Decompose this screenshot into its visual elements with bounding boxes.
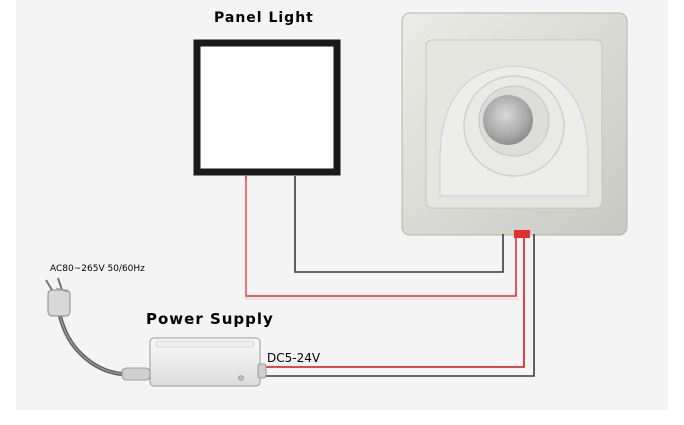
dc-output-label: DC5-24V (267, 351, 321, 365)
wire-red-dc (262, 234, 525, 368)
wire-red-panel (245, 176, 519, 300)
wire-black-dc (262, 234, 535, 377)
power-supply-icon (121, 337, 267, 387)
ac-plug-icon (45, 277, 123, 376)
ac-input-label: AC80~265V 50/60Hz (50, 264, 145, 274)
power-supply-label: Power Supply (146, 310, 274, 328)
panel-light-label: Panel Light (214, 10, 314, 26)
pir-motion-sensor-icon (401, 12, 628, 238)
wire-black-panel (294, 176, 504, 273)
panel-light-icon (193, 39, 341, 176)
